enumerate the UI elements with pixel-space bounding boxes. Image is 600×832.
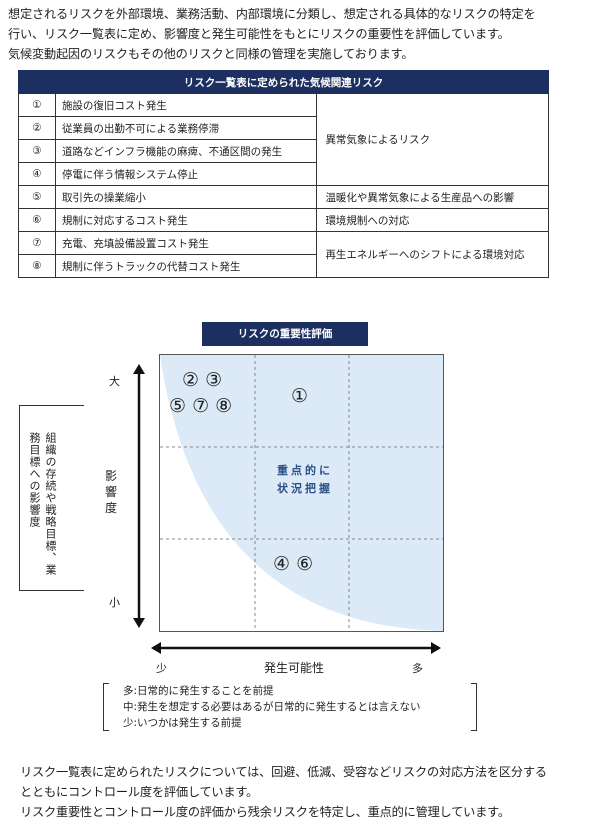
risk-description: 施設の復旧コスト発生: [54, 93, 318, 117]
legend-bracket-left: [103, 683, 109, 731]
legend-line: 少:いつかは発生する前提: [123, 717, 242, 729]
risk-number: ④: [18, 162, 56, 186]
risk-category: 温暖化や異常気象による生産品への影響: [316, 185, 549, 209]
risk-category: 異常気象によるリスク: [316, 93, 549, 186]
intro-line: 行い、リスク一覧表に定め、影響度と発生可能性をもとにリスクの重要性を評価していま…: [8, 27, 510, 41]
risk-description: 規制に対応するコスト発生: [54, 208, 318, 232]
climate-risk-table: リスク一覧表に定められた気候関連リスク ① 施設の復旧コスト発生 異常気象による…: [18, 70, 549, 278]
matrix-risks-high-low-row1: ② ③: [182, 369, 223, 391]
intro-line: 想定されるリスクを外部環境、業務活動、内部環境に分類し、想定される具体的なリスク…: [8, 7, 536, 21]
matrix-title: リスクの重要性評価: [202, 322, 368, 346]
table-header: リスク一覧表に定められた気候関連リスク: [18, 70, 549, 94]
risk-number: ②: [18, 116, 56, 140]
y-axis-arrow: [133, 364, 145, 628]
legend-line: 中:発生を想定する必要はあるが日常的に発生するとは言えない: [123, 701, 421, 713]
x-axis-label: 発生可能性: [264, 661, 325, 675]
risk-description: 停電に伴う情報システム停止: [54, 162, 318, 186]
table-row: ⑤ 取引先の操業縮小 温暖化や異常気象による生産品への影響: [18, 185, 549, 209]
closing-paragraph: リスク一覧表に定められたリスクについては、回避、低減、受容などリスクの対応方法を…: [20, 762, 595, 822]
focus-label-line: 状況把握: [277, 482, 333, 495]
x-axis-low: 少: [156, 662, 167, 675]
focus-label: 重点的に 状況把握: [260, 462, 350, 498]
focus-area: [160, 355, 443, 631]
table-row: ① 施設の復旧コスト発生 異常気象によるリスク: [18, 93, 549, 186]
closing-line: リスク一覧表に定められたリスクについては、回避、低減、受容などリスクの対応方法を…: [20, 765, 547, 779]
risk-description: 規制に伴うトラックの代替コスト発生: [54, 254, 318, 278]
risk-description: 従業員の出勤不可による業務停滞: [54, 116, 318, 140]
risk-category: 再生エネルギーへのシフトによる環境対応: [316, 231, 549, 278]
table-row: ⑥ 規制に対応するコスト発生 環境規制への対応: [18, 208, 549, 232]
closing-line: とともにコントロール度を評価しています。: [20, 785, 259, 799]
risk-number: ⑥: [18, 208, 56, 232]
y-axis-high: 大: [109, 375, 120, 388]
side-bracket: [19, 405, 84, 591]
risk-category: 環境規制への対応: [316, 208, 549, 232]
risk-number: ⑤: [18, 185, 56, 209]
intro-paragraph: 想定されるリスクを外部環境、業務活動、内部環境に分類し、想定される具体的なリスク…: [8, 4, 594, 64]
table-row: ④ 停電に伴う情報システム停止: [18, 162, 549, 186]
matrix-grid: [160, 355, 443, 631]
legend-line: 多:日常的に発生することを前提: [123, 685, 274, 697]
risk-number: ①: [18, 93, 56, 117]
y-axis-low: 小: [109, 596, 120, 609]
table-row: ⑧ 規制に伴うトラックの代替コスト発生: [18, 254, 549, 278]
table-row: ⑦ 充電、充填設備設置コスト発生 再生エネルギーへのシフトによる環境対応: [18, 231, 549, 278]
table-header-row: リスク一覧表に定められた気候関連リスク: [18, 70, 549, 94]
matrix-risks-high-mid: ①: [291, 385, 309, 407]
risk-description: 充電、充填設備設置コスト発生: [54, 231, 318, 255]
matrix-risks-low-mid: ④ ⑥: [273, 553, 314, 575]
legend-bracket-right: [471, 683, 477, 731]
y-axis-label: 影響度: [104, 469, 117, 515]
x-axis-high: 多: [412, 662, 423, 675]
risk-number: ⑦: [18, 231, 56, 255]
likelihood-legend: 多:日常的に発生することを前提 中:発生を想定する必要はあるが日常的に発生すると…: [103, 683, 477, 731]
table-row: ③ 道路などインフラ機能の麻痺、不通区間の発生: [18, 139, 549, 163]
matrix-risks-high-low-row2: ⑤ ⑦ ⑧: [169, 395, 233, 417]
intro-line: 気候変動起因のリスクもその他のリスクと同様の管理を実施しております。: [8, 47, 414, 61]
x-axis-arrow: [151, 642, 441, 654]
risk-matrix: ② ③ ⑤ ⑦ ⑧ ① ④ ⑥ 重点的に 状況把握: [159, 354, 444, 632]
focus-label-line: 重点的に: [277, 464, 333, 477]
risk-number: ③: [18, 139, 56, 163]
side-note: 組織の存続や戦略目標、業務目標への影響度: [28, 432, 57, 576]
risk-description: 道路などインフラ機能の麻痺、不通区間の発生: [54, 139, 318, 163]
risk-description: 取引先の操業縮小: [54, 185, 318, 209]
closing-line: リスク重要性とコントロール度の評価から残余リスクを特定し、重点的に管理しています…: [20, 805, 510, 819]
risk-number: ⑧: [18, 254, 56, 278]
